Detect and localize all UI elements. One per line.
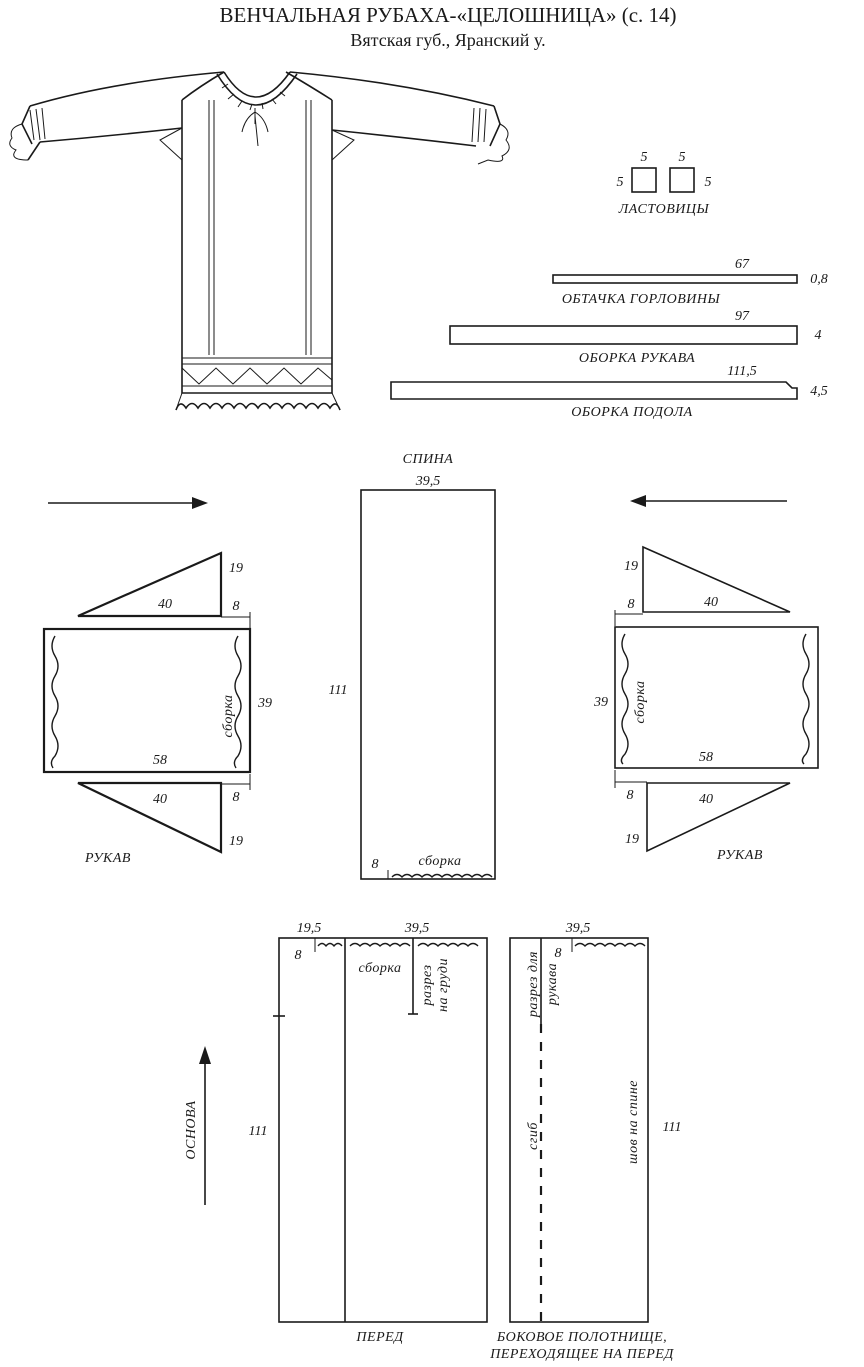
sleeve-left: 19 40 8 сборка 39 58 40 8 19 РУКАВ <box>42 551 272 866</box>
front-cut-dim: 8 <box>295 948 302 963</box>
gussets-label: ЛАСТОВИЦЫ <box>618 202 710 217</box>
gusset-right <box>669 167 695 193</box>
sleeve-right-tri-top-base: 40 <box>704 595 718 610</box>
side-cut-dim: 8 <box>555 946 562 961</box>
page-subtitle: Вятская губ., Яранский у. <box>350 30 545 50</box>
hem-ruffle-label: ОБОРКА ПОДОЛА <box>571 405 692 420</box>
side-seam-label: шов на спине <box>626 1080 641 1164</box>
sleeve-left-bottom-triangle <box>77 781 223 854</box>
sleeve-left-offset-bottom: 8 <box>233 790 240 805</box>
sleeve-left-length-dim: 58 <box>153 753 167 768</box>
sleeve-left-height-dim: 39 <box>257 696 272 711</box>
sleeve-right: 19 40 8 сборка 39 58 8 40 19 РУКАВ <box>593 545 819 863</box>
sleeve-ruffle-width: 4 <box>815 328 822 343</box>
side-label-line2: ПЕРЕХОДЯЩЕЕ НА ПЕРЕД <box>489 1347 674 1362</box>
sleeve-left-tri-top-base: 40 <box>158 597 172 612</box>
gusset-right-side-dim: 5 <box>705 175 712 190</box>
sleeve-right-offset-top: 8 <box>628 597 635 612</box>
front-width-left-dim: 19,5 <box>297 921 322 936</box>
shirt-illustration <box>9 71 510 411</box>
sleeve-ruffle-length: 97 <box>735 309 750 324</box>
front-slit-line1: разрез <box>420 964 435 1006</box>
side-slit-line2: рукава <box>545 963 560 1006</box>
sleeve-right-tri-top-height: 19 <box>624 559 638 574</box>
sleeve-right-length-dim: 58 <box>699 750 713 765</box>
gusset-left-top-dim: 5 <box>641 150 648 165</box>
back-panel: СПИНА 39,5 111 8 сборка <box>329 452 496 880</box>
sleeve-left-top-triangle <box>77 551 223 618</box>
sleeve-right-gather-label: сборка <box>633 680 648 723</box>
sleeve-right-tri-bottom-base: 40 <box>699 792 713 807</box>
side-slit-line1: разрез для <box>526 951 541 1018</box>
front-height-dim: 111 <box>249 1124 268 1139</box>
front-width-main-dim: 39,5 <box>404 921 430 936</box>
sleeve-right-tri-bottom-height: 19 <box>625 832 639 847</box>
arrow-left-icon <box>630 495 787 507</box>
sleeve-right-top-triangle <box>642 545 791 613</box>
sleeve-left-label: РУКАВ <box>84 851 131 866</box>
sleeve-right-offset-bottom: 8 <box>627 788 634 803</box>
neck-facing-width: 0,8 <box>810 272 828 287</box>
page-title: ВЕНЧАЛЬНАЯ РУБАХА-«ЦЕЛОШНИЦА» (с. 14) <box>219 3 676 27</box>
back-cut-dim: 8 <box>372 857 379 872</box>
sleeve-ruffle-strip: 97 4 ОБОРКА РУКАВА <box>449 309 822 366</box>
sleeve-left-tri-bottom-base: 40 <box>153 792 167 807</box>
front-slit-line2: на груди <box>436 958 451 1012</box>
arrow-right-icon <box>48 497 208 509</box>
side-label-line1: БОКОВОЕ ПОЛОТНИЩЕ, <box>496 1330 667 1345</box>
hem-ruffle-width: 4,5 <box>810 384 828 399</box>
grain-label: ОСНОВА <box>184 1100 199 1159</box>
sleeve-right-height-dim: 39 <box>593 695 608 710</box>
front-gather-label: сборка <box>358 961 401 976</box>
neck-facing-length: 67 <box>735 257 750 272</box>
gussets-group: 5 5 5 5 ЛАСТОВИЦЫ <box>617 150 712 217</box>
back-gather-label: сборка <box>418 854 461 869</box>
sleeve-left-panel <box>42 627 252 774</box>
sleeve-right-label: РУКАВ <box>716 848 763 863</box>
sleeve-ruffle-label: ОБОРКА РУКАВА <box>579 351 695 366</box>
hem-ruffle-length: 111,5 <box>727 364 756 379</box>
grain-arrow-icon <box>199 1046 211 1205</box>
sleeve-right-panel <box>614 626 819 769</box>
back-width-dim: 39,5 <box>415 474 441 489</box>
neck-facing-label: ОБТАЧКА ГОРЛОВИНЫ <box>562 292 721 307</box>
side-width-dim: 39,5 <box>565 921 591 936</box>
front-panel: 19,5 39,5 8 сборка разрез на груди 111 П… <box>249 921 488 1345</box>
side-fold-label: сгиб <box>526 1122 541 1150</box>
sleeve-left-tri-top-height: 19 <box>229 561 243 576</box>
hem-ruffle-strip: 111,5 4,5 ОБОРКА ПОДОЛА <box>390 364 828 420</box>
sleeve-left-offset-top: 8 <box>233 599 240 614</box>
side-height-dim: 111 <box>663 1120 682 1135</box>
sleeve-left-tri-bottom-height: 19 <box>229 834 243 849</box>
back-height-dim: 111 <box>329 683 348 698</box>
sleeve-left-gather-label: сборка <box>221 694 236 737</box>
front-label: ПЕРЕД <box>355 1330 404 1345</box>
neck-facing-strip: 67 0,8 ОБТАЧКА ГОРЛОВИНЫ <box>552 257 828 307</box>
gusset-left-side-dim: 5 <box>617 175 624 190</box>
back-label: СПИНА <box>403 452 454 467</box>
side-panel: 39,5 8 разрез для рукава сгиб шов на спи… <box>489 921 681 1362</box>
gusset-right-top-dim: 5 <box>679 150 686 165</box>
sleeve-right-bottom-triangle <box>646 782 791 853</box>
gusset-left <box>631 167 657 193</box>
